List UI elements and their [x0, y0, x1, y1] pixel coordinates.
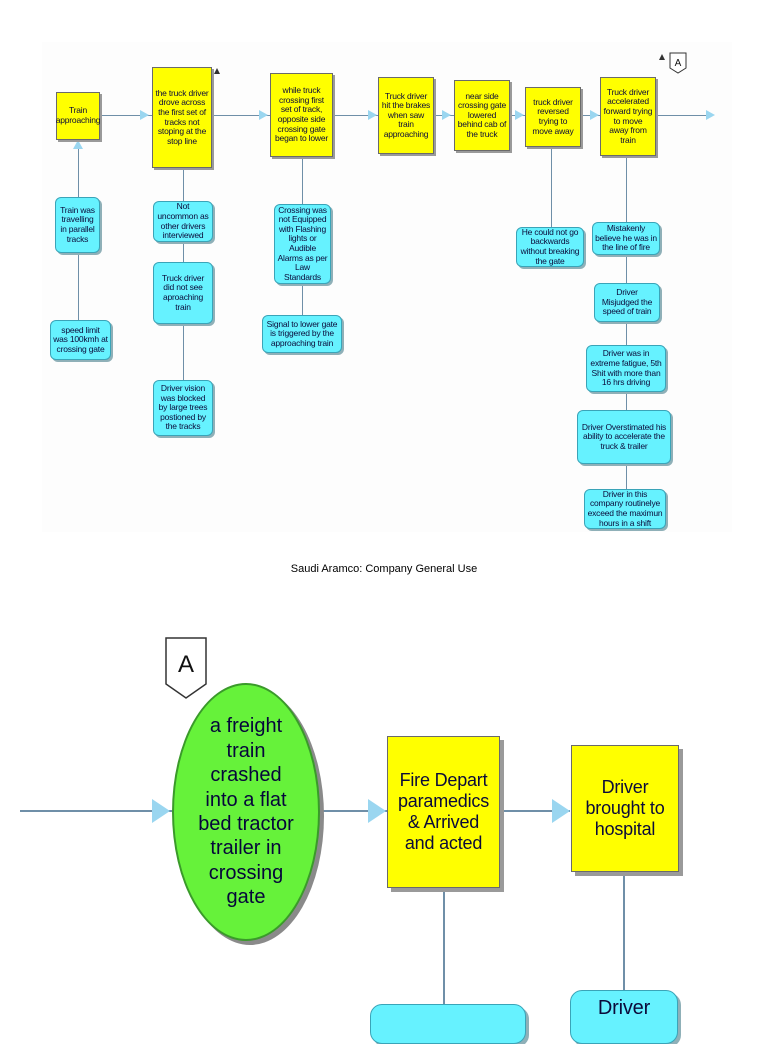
flow-arrow [552, 799, 570, 823]
flow-arrow [590, 110, 599, 120]
cond-overestimated-ability: Driver Overstimated his ability to accel… [577, 410, 671, 464]
cond-signal-triggered: Signal to lower gate is triggered by the… [262, 315, 342, 353]
cond-not-uncommon: Not uncommon as other drivers interviewe… [153, 201, 213, 242]
cond-misjudged-speed: Driver Misjudged the speed of train [594, 283, 660, 322]
event-train-approaching: Train approaching [56, 92, 100, 140]
connector-a-icon: A [165, 637, 207, 699]
condition-link [443, 888, 445, 1024]
connector-a-label: A [675, 58, 682, 69]
cond-did-not-see-train: Truck driver did not see aproaching trai… [153, 262, 213, 324]
cond-mistakenly-believe: Mistakenly believe he was in the line of… [592, 222, 660, 255]
cond-no-flashing-lights: Crossing was not Equipped with Flashing … [274, 204, 331, 284]
cond-extreme-fatigue: Driver was in extreme fatigue, 5th Shit … [586, 345, 666, 392]
event-fire-department: Fire Depart paramedics & Arrived and act… [387, 736, 500, 888]
cond-driver: Driver [570, 990, 678, 1044]
event-near-gate-lowered: near side crossing gate lowered behind c… [454, 80, 510, 151]
condition-link [626, 156, 627, 491]
flow-arrow [140, 110, 149, 120]
cond-parallel-tracks: Train was travelling in parallel tracks [55, 197, 100, 253]
page-footer: Saudi Aramco: Company General Use [290, 563, 478, 575]
event-gate-began-to-lower: while truck crossing first set of track,… [270, 73, 333, 157]
cond-vision-blocked: Driver vision was blocked by large trees… [153, 380, 213, 436]
event-driver-to-hospital: Driver brought to hospital [571, 745, 679, 872]
timeline-arrowhead [706, 110, 715, 120]
connector-a-icon: A [669, 52, 687, 74]
condition-link [623, 872, 625, 996]
flow-arrow [442, 110, 451, 120]
cond-bottom-partial [370, 1004, 526, 1044]
event-truck-drove-across: the truck driver drove across the first … [152, 67, 212, 168]
event-driver-hit-brakes: Truck driver hit the brakes when saw tra… [378, 77, 434, 154]
flow-arrow [515, 110, 524, 120]
cond-speed-limit: speed limit was 100kmh at crossing gate [50, 320, 111, 360]
note-marker-icon [214, 68, 220, 74]
note-marker-icon [659, 54, 665, 60]
connector-a-label: A [178, 651, 194, 678]
condition-arrowhead [73, 140, 83, 149]
cond-could-not-reverse: He could not go backwards without breaki… [516, 227, 584, 267]
event-driver-accelerated: Truck driver accelerated forward trying … [600, 77, 656, 156]
flow-arrow [152, 799, 170, 823]
flow-arrow [368, 110, 377, 120]
cond-exceed-max-hours: Driver in this company routinelye exceed… [584, 489, 666, 529]
event-driver-reversed: truck driver reversed trying to move awa… [525, 87, 581, 147]
condition-link [551, 147, 552, 227]
flow-arrow [368, 799, 386, 823]
incident-circle: a freight train crashed into a flat bed … [172, 683, 320, 941]
flow-arrow [259, 110, 268, 120]
